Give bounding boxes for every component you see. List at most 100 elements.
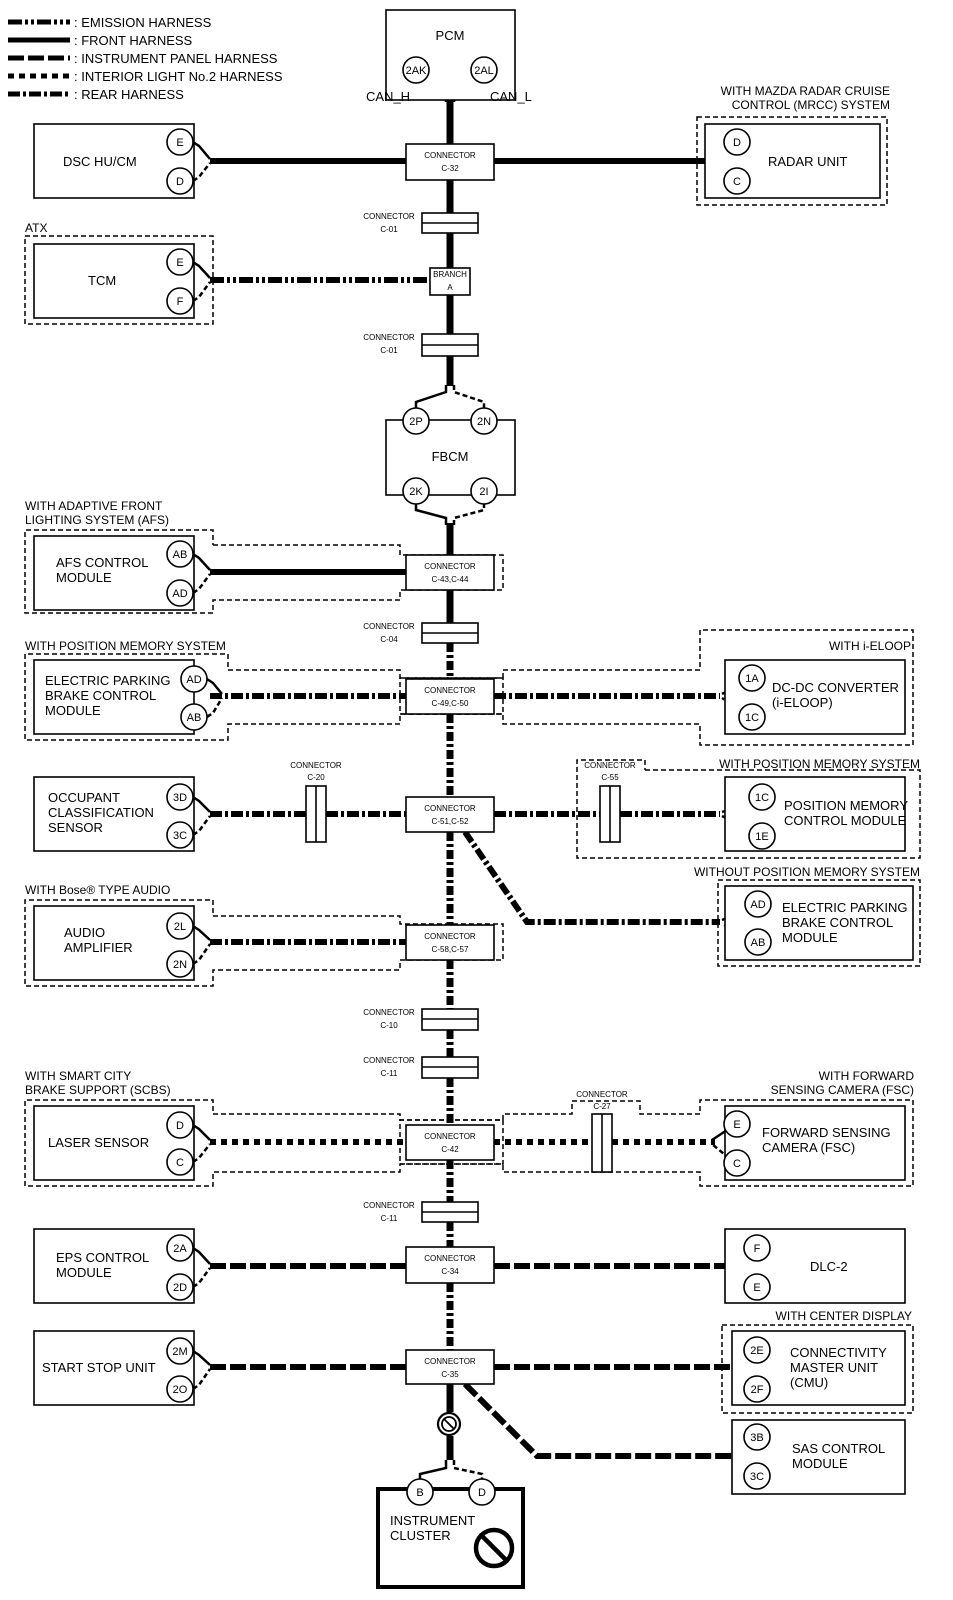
tcm-pin-label: E [176,257,183,269]
afs-pin-circle [166,540,194,568]
center-display-title: WITH CENTER DISPLAY [776,1309,912,1323]
fsc-name: FORWARD SENSING [762,1125,891,1140]
side-connector-id: C-27 [593,1102,611,1111]
joint-connector-word: CONNECTOR [424,1357,476,1366]
joint-c51-c52 [405,796,495,833]
inline-connector-id: C-11 [381,1214,398,1223]
epb2-pin-circle [744,928,772,956]
joint-connector-word: CONNECTOR [424,151,476,160]
dcdc-pin-label: 1C [745,712,759,724]
afs-name: MODULE [56,570,112,585]
legend-front: : FRONT HARNESS [74,33,193,48]
epb2-name: MODULE [782,930,838,945]
laser-name: LASER SENSOR [48,1135,149,1150]
afs-pin-label: AB [173,549,188,561]
inline-c11-a [421,1056,479,1079]
eps-name: MODULE [56,1265,112,1280]
epb2-pin-circle [744,890,772,918]
inline-c11-b [421,1201,479,1223]
radar-pin-circle [723,167,751,195]
pos-mem-title: WITH POSITION MEMORY SYSTEM [25,639,226,653]
legend-instrument-panel: : INSTRUMENT PANEL HARNESS [74,51,278,66]
joint-connector-id: C-42 [441,1145,459,1154]
dcdc-pin-circle [738,664,766,692]
joint-c49-c50 [405,678,495,715]
fbcm-pin-label: 2P [409,416,422,428]
legend: : EMISSION HARNESS : FRONT HARNESS : INS… [8,15,283,102]
epb1-name: ELECTRIC PARKING [45,673,170,688]
inline-connector-id: C-04 [380,635,398,644]
joint-c32 [405,143,495,181]
inline-connector-word: CONNECTOR [363,622,415,631]
fbcm-pin-circle [402,407,430,435]
epb1-name: MODULE [45,703,101,718]
ocs-name: OCCUPANT [48,790,120,805]
pcm-box [385,9,516,101]
pos-mem-right-outline [576,759,921,859]
ssu-pin-circle [166,1337,194,1365]
epb1-pin-label: AB [187,712,202,724]
inline-c10 [421,1008,479,1031]
amp-name: AUDIO [64,925,105,940]
pin-circles [166,56,776,1506]
fbcm-pin-label: 2N [477,416,491,428]
pmcm-pin-label: 1E [755,831,768,843]
sas-name: SAS CONTROL [792,1441,885,1456]
ocs-pin-label: 3C [173,830,187,842]
amp-pin-circle [166,950,194,978]
fbcm-name: FBCM [432,449,469,464]
legend-rear: : REAR HARNESS [74,87,184,102]
pcm-pin-label: 2AK [406,65,427,77]
inline-c04 [421,622,479,644]
amp-pin-circle [166,912,194,940]
epb2-name: BRAKE CONTROL [782,915,893,930]
tcm-name: TCM [88,273,116,288]
afs-title: WITH ADAPTIVE FRONT [25,499,163,513]
epb2-pin-label: AB [751,937,766,949]
joint-c34 [405,1246,495,1284]
fsc-outline [399,1099,914,1187]
tcm-pin-label: F [177,296,184,308]
tcm-pin-circle [166,248,194,276]
bose-outline [24,899,504,987]
ieloop-outline [399,629,914,746]
epb1-name: BRAKE CONTROL [45,688,156,703]
legend-emission: : EMISSION HARNESS [74,15,212,30]
sas-name: MODULE [792,1456,848,1471]
pos-mem-right-title: WITH POSITION MEMORY SYSTEM [719,757,920,771]
ssu-pin-circle [166,1375,194,1403]
branch-id: A [447,283,453,292]
dsc-pin-label: D [176,176,184,188]
inline-connector-word: CONNECTOR [363,212,415,221]
dlc-pin-label: E [753,1282,760,1294]
cmu-pin-label: 2E [750,1345,763,1357]
scbs-title: WITH SMART CITY [25,1069,131,1083]
ic-name: CLUSTER [390,1528,451,1543]
radar-pin-label: C [733,176,741,188]
joint-c35 [405,1349,495,1385]
branch-a [429,267,471,296]
cmu-pin-circle [743,1336,771,1364]
joint-connector-word: CONNECTOR [424,1254,476,1263]
afs-pin-label: AD [172,588,187,600]
inline-connector-id: C-01 [380,225,398,234]
radar-name: RADAR UNIT [768,154,848,169]
side-c27 [591,1113,613,1173]
joint-c43-c44 [405,554,495,591]
joint-connector-word: CONNECTOR [424,804,476,813]
legend-interior-light: : INTERIOR LIGHT No.2 HARNESS [74,69,283,84]
inline-connector-word: CONNECTOR [363,1008,415,1017]
inline-c01-b [421,333,479,357]
sas-pin-label: 3C [750,1471,764,1483]
cmu-name: MASTER UNIT [790,1360,878,1375]
cmu-pin-label: 2F [751,1384,764,1396]
tcm-pin-circle [166,287,194,315]
joint-connector-id: C-51,C-52 [432,817,469,826]
side-connector-id: C-55 [601,773,619,782]
afs-title: LIGHTING SYSTEM (AFS) [25,513,169,527]
eps-pin-label: 2A [173,1243,187,1255]
joint-connector-id: C-32 [441,164,459,173]
pcm-name: PCM [436,28,465,43]
prohibition-icon-large [473,1527,515,1569]
